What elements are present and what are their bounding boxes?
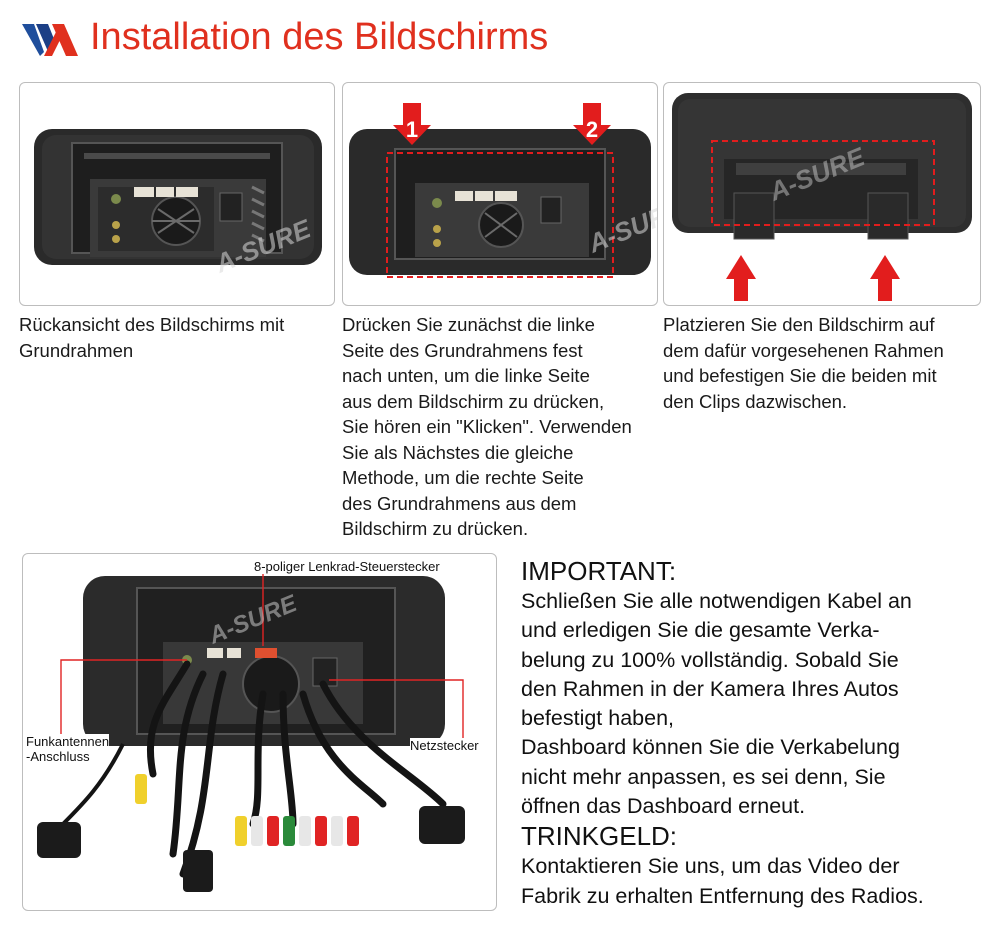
caption-line: und befestigen Sie die beiden mit bbox=[663, 365, 937, 386]
caption-line: nach unten, um die linke Seite bbox=[342, 365, 590, 386]
caption-line: Bildschirm zu drücken. bbox=[342, 518, 529, 539]
text-line: den Rahmen in der Kamera Ihres Autos bbox=[521, 676, 899, 701]
caption-line: Sie hören ein "Klicken". Verwenden bbox=[342, 416, 632, 437]
step-1-image: A-SURE bbox=[19, 82, 335, 306]
important-section: IMPORTANT: Schließen Sie alle notwendige… bbox=[521, 556, 991, 911]
arrow-down-icon bbox=[393, 103, 431, 145]
caption-line: Drücken Sie zunächst die linke bbox=[342, 314, 595, 335]
text-line: befestigt haben, bbox=[521, 706, 675, 731]
important-heading: IMPORTANT: bbox=[521, 556, 677, 586]
brand-logo-icon bbox=[22, 24, 78, 56]
text-line: nicht mehr anpassen, es sei denn, Sie bbox=[521, 764, 886, 789]
step-1-caption: Rückansicht des Bildschirms mit Grundrah… bbox=[19, 312, 337, 363]
text-line: Dashboard können Sie die Verkabelung bbox=[521, 735, 900, 760]
page-title: Installation des Bildschirms bbox=[90, 16, 549, 58]
text-line: belung zu 100% vollständig. Sobald Sie bbox=[521, 647, 899, 672]
label-antenna-connector: Funkantennen -Anschluss bbox=[26, 734, 110, 764]
caption-line: Grundrahmen bbox=[19, 339, 134, 361]
step-2-caption: Drücken Sie zunächst die linke Seite des… bbox=[342, 312, 660, 542]
text-line: Kontaktieren Sie uns, um das Video der bbox=[521, 854, 900, 879]
label-power-connector: Netzstecker bbox=[410, 738, 479, 753]
text-line: und erledigen Sie die gesamte Verka- bbox=[521, 618, 880, 643]
caption-line: Sie als Nächstes die gleiche bbox=[342, 441, 574, 463]
caption-line: aus dem Bildschirm zu drücken, bbox=[342, 390, 605, 412]
important-text: Schließen Sie alle notwendigen Kabel an … bbox=[521, 587, 991, 821]
caption-line: Rückansicht des Bildschirms mit bbox=[19, 314, 285, 335]
caption-line: den Clips dazwischen. bbox=[663, 390, 848, 412]
caption-line: Seite des Grundrahmens fest bbox=[342, 339, 583, 361]
label-line: -Anschluss bbox=[26, 749, 90, 764]
marker-1: 1 bbox=[406, 117, 418, 142]
wiring-image: A-SURE bbox=[22, 553, 497, 911]
arrow-down-icon bbox=[573, 103, 611, 145]
text-line: Fabrik zu erhalten Entfernung des Radios… bbox=[521, 883, 924, 908]
label-line: Funkantennen bbox=[26, 734, 110, 749]
arrow-up-icon bbox=[870, 255, 900, 301]
text-line: Schließen Sie alle notwendigen Kabel an bbox=[521, 589, 912, 613]
arrow-up-icon bbox=[726, 255, 756, 301]
caption-line: des Grundrahmens aus dem bbox=[342, 492, 577, 514]
step-3-image: A-SURE bbox=[663, 82, 981, 306]
text-line: öffnen das Dashboard erneut. bbox=[521, 794, 806, 819]
caption-line: dem dafür vorgesehenen Rahmen bbox=[663, 339, 944, 361]
caption-line: Platzieren Sie den Bildschirm auf bbox=[663, 314, 935, 335]
marker-2: 2 bbox=[586, 117, 598, 142]
step-3-caption: Platzieren Sie den Bildschirm auf dem da… bbox=[663, 312, 993, 414]
caption-line: Methode, um die rechte Seite bbox=[342, 467, 584, 488]
tip-heading: TRINKGELD: bbox=[521, 821, 678, 852]
tip-text: Kontaktieren Sie uns, um das Video der F… bbox=[521, 852, 991, 911]
label-steering-connector: 8-poliger Lenkrad-Steuerstecker bbox=[254, 559, 440, 574]
step-2-image: 1 2 A-SURE bbox=[342, 82, 658, 306]
